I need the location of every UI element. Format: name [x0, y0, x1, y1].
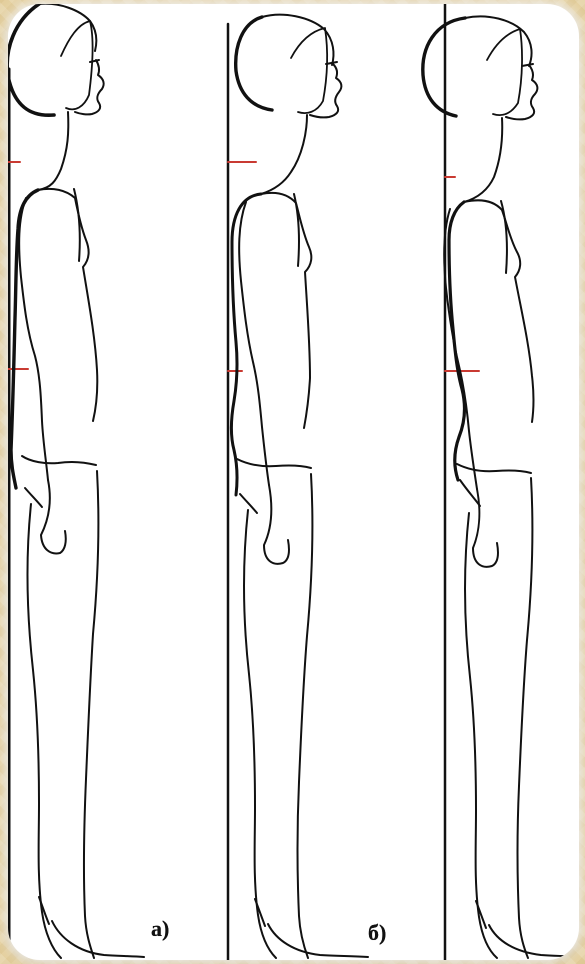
panel-label-a: а)	[151, 918, 169, 940]
posture-diagram-card: а) б)	[8, 4, 579, 960]
panel-label-b: б)	[368, 922, 386, 944]
measurement-markers	[8, 162, 479, 371]
figure-a	[8, 4, 144, 958]
posture-diagram	[8, 4, 579, 960]
figure-b	[231, 15, 368, 958]
